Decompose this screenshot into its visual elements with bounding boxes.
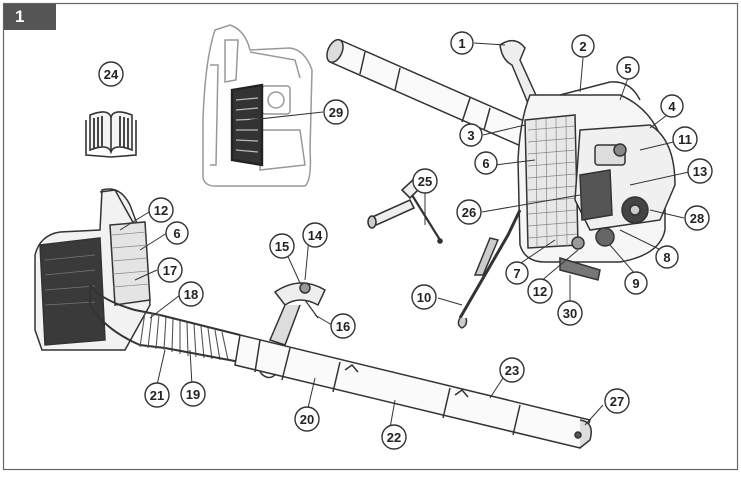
callout-12-lower-left: 12 — [148, 197, 174, 223]
callout-label-25: 25 — [418, 174, 432, 189]
callout-26: 26 — [456, 199, 482, 225]
callout-markers: 1 2 3 4 5 6 6 7 8 9 10 11 12 12 13 14 15… — [98, 31, 713, 450]
callout-13: 13 — [687, 158, 713, 184]
callout-label-2: 2 — [579, 39, 586, 54]
callout-6-upper: 6 — [474, 151, 498, 175]
callout-label-13: 13 — [693, 164, 707, 179]
callout-label-12-right: 12 — [533, 284, 547, 299]
callout-label-21: 21 — [150, 388, 164, 403]
callout-label-12-left: 12 — [154, 203, 168, 218]
callout-label-8: 8 — [663, 250, 670, 265]
callout-label-27: 27 — [610, 394, 624, 409]
callout-label-9: 9 — [632, 276, 639, 291]
manual-book-icon — [85, 111, 137, 158]
callout-6-lower: 6 — [165, 221, 189, 245]
callout-9: 9 — [624, 271, 648, 295]
callout-18: 18 — [178, 281, 204, 307]
callout-8: 8 — [655, 245, 679, 269]
callout-label-1: 1 — [458, 36, 465, 51]
callout-label-29: 29 — [329, 105, 343, 120]
callout-label-17: 17 — [163, 263, 177, 278]
figure-number-tab: 1 — [4, 4, 56, 30]
callout-11: 11 — [672, 126, 698, 152]
callout-7: 7 — [505, 261, 529, 285]
callout-19: 19 — [180, 381, 206, 407]
callout-27: 27 — [604, 388, 630, 414]
callout-14: 14 — [302, 222, 328, 248]
callout-5: 5 — [616, 56, 640, 80]
callout-1: 1 — [450, 31, 474, 55]
callout-label-24: 24 — [104, 67, 119, 82]
callout-2: 2 — [571, 34, 595, 58]
callout-30: 30 — [557, 300, 583, 326]
callout-15: 15 — [269, 233, 295, 259]
callout-label-22: 22 — [387, 430, 401, 445]
leader-29 — [249, 111, 324, 121]
callout-24: 24 — [98, 61, 124, 87]
figure-border — [2, 2, 739, 471]
callout-16: 16 — [330, 313, 356, 339]
callout-10: 10 — [411, 284, 437, 310]
callout-label-6-lower: 6 — [173, 226, 180, 241]
callout-12-upper-right: 12 — [527, 278, 553, 304]
callout-label-10: 10 — [417, 290, 431, 305]
callout-28: 28 — [684, 205, 710, 231]
callout-label-7: 7 — [513, 266, 520, 281]
callout-label-11: 11 — [678, 132, 692, 147]
callout-label-3: 3 — [467, 128, 474, 143]
callout-label-18: 18 — [184, 287, 198, 302]
callout-label-4: 4 — [668, 99, 676, 114]
callout-21: 21 — [144, 382, 170, 408]
callout-label-19: 19 — [186, 387, 200, 402]
callout-label-6-upper: 6 — [482, 156, 489, 171]
callout-label-26: 26 — [462, 205, 476, 220]
callout-label-23: 23 — [505, 363, 519, 378]
callout-3: 3 — [459, 123, 483, 147]
callout-25: 25 — [412, 168, 438, 194]
engine-inset-drawing — [202, 24, 313, 187]
callout-20: 20 — [294, 406, 320, 432]
callout-label-15: 15 — [275, 239, 289, 254]
callout-label-14: 14 — [308, 228, 323, 243]
callout-23: 23 — [499, 357, 525, 383]
callout-17: 17 — [157, 257, 183, 283]
callout-4: 4 — [660, 94, 684, 118]
callout-29: 29 — [323, 99, 349, 125]
callout-label-30: 30 — [563, 306, 577, 321]
callout-22: 22 — [381, 424, 407, 450]
callout-label-16: 16 — [336, 319, 350, 334]
callout-label-5: 5 — [624, 61, 631, 76]
blower-upper-assembly — [326, 38, 676, 329]
callout-label-28: 28 — [690, 211, 704, 226]
callout-label-20: 20 — [300, 412, 314, 427]
